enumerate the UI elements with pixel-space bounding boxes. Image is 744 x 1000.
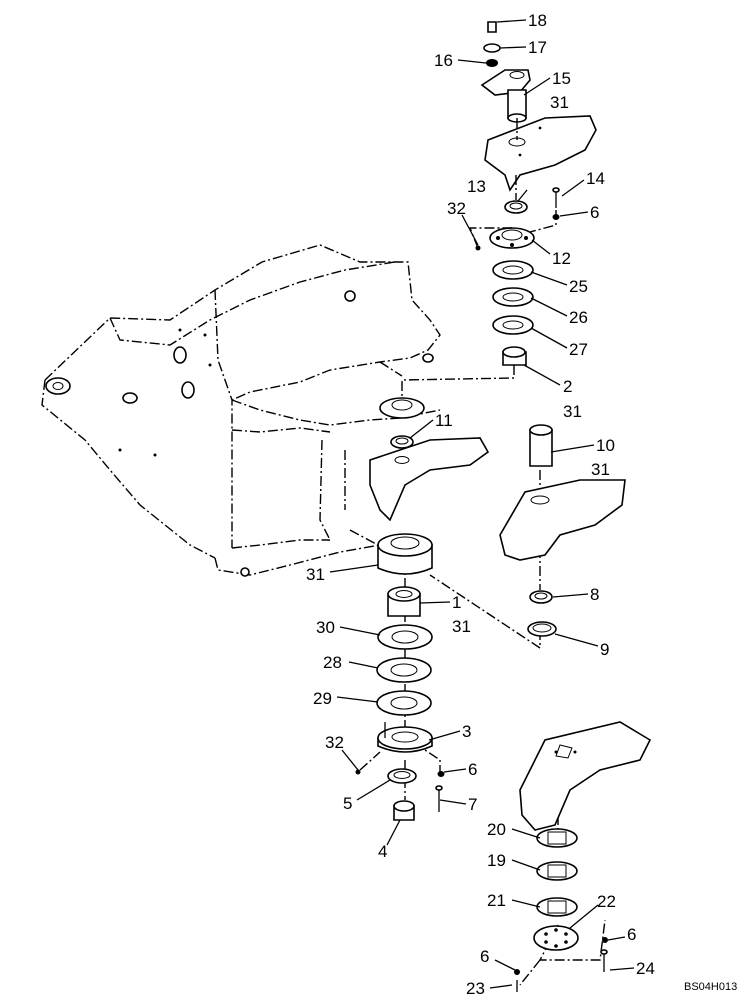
callout-12: 12	[552, 249, 571, 268]
callout-31-bushing: 31	[452, 617, 471, 636]
callout-31-upper-arm: 31	[550, 93, 569, 112]
center-pivot-stack	[349, 397, 490, 821]
callout-29: 29	[313, 689, 332, 708]
callout-32-lower: 32	[325, 733, 344, 752]
leader-lines	[329, 19, 635, 989]
callout-labels: 18 17 16 15 31 14 13 6 32 12 25 26 27 2 …	[306, 11, 737, 998]
callout-27: 27	[569, 340, 588, 359]
callout-24: 24	[636, 959, 655, 978]
callout-28: 28	[323, 653, 342, 672]
callout-15: 15	[552, 69, 571, 88]
callout-14: 14	[586, 169, 605, 188]
callout-31-housing: 31	[306, 565, 325, 584]
callout-6-lower-right: 6	[627, 925, 636, 944]
callout-2: 2	[563, 377, 572, 396]
callout-31-pivot: 31	[563, 402, 582, 421]
upper-pivot-stack	[475, 21, 560, 366]
lower-right-assembly	[514, 721, 652, 992]
callout-3: 3	[462, 722, 471, 741]
callout-10: 10	[596, 436, 615, 455]
right-arm-assembly	[499, 424, 626, 637]
callout-5: 5	[343, 794, 352, 813]
callout-18: 18	[528, 11, 547, 30]
callout-7: 7	[468, 795, 477, 814]
figure-code: BS04H013	[684, 981, 737, 993]
callout-11: 11	[435, 411, 453, 430]
callout-30: 30	[316, 618, 335, 637]
callout-6-lower-left: 6	[480, 947, 489, 966]
callout-1: 1	[452, 593, 461, 612]
callout-16: 16	[434, 51, 453, 70]
callout-22: 22	[597, 892, 616, 911]
upper-arm-bracket	[484, 115, 597, 192]
callout-32-upper: 32	[447, 199, 466, 218]
callout-9: 9	[600, 640, 609, 659]
callout-31-right-arm: 31	[591, 460, 610, 479]
callout-6-upper: 6	[590, 203, 599, 222]
callout-19: 19	[487, 851, 506, 870]
callout-23: 23	[466, 979, 485, 998]
callout-6-center: 6	[468, 760, 477, 779]
callout-21: 21	[487, 891, 506, 910]
callout-20: 20	[487, 820, 506, 839]
callout-25: 25	[569, 277, 588, 296]
callout-17: 17	[528, 38, 547, 57]
callout-26: 26	[569, 308, 588, 327]
callout-4: 4	[378, 842, 387, 861]
callout-13: 13	[467, 177, 486, 196]
callout-8: 8	[590, 585, 599, 604]
